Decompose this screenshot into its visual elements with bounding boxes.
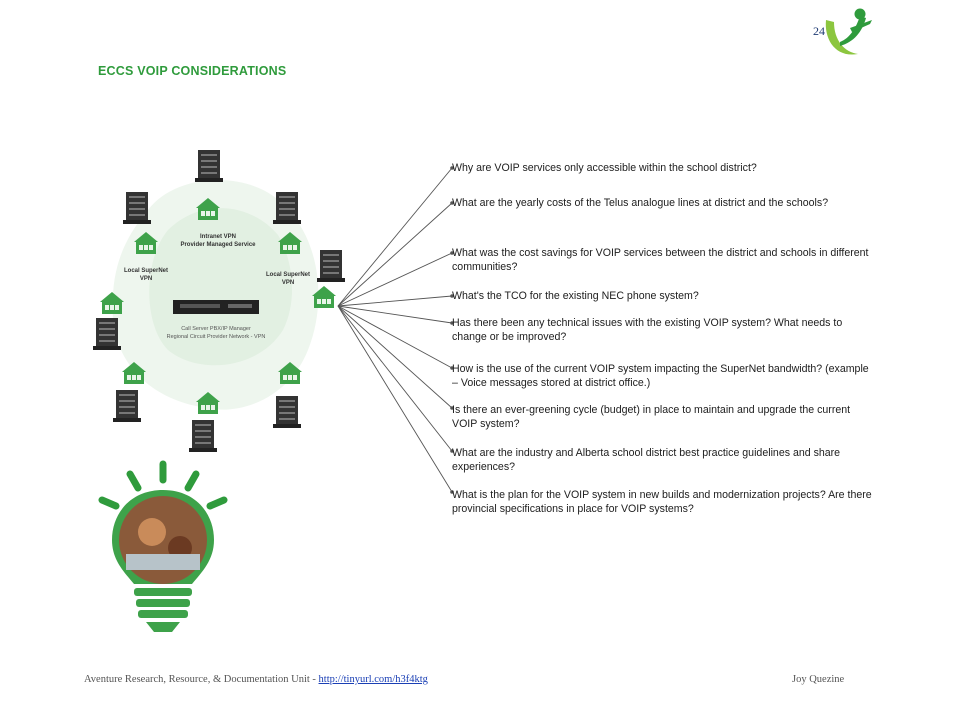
svg-text:VPN: VPN (140, 276, 152, 282)
footer-source: Aventure Research, Resource, & Documenta… (84, 674, 428, 685)
lightbulb-icon (98, 460, 228, 632)
svg-text:Local SuperNet: Local SuperNet (124, 268, 168, 274)
svg-text:Intranet VPN: Intranet VPN (200, 234, 236, 240)
question-item: What was the cost savings for VOIP servi… (452, 247, 869, 273)
svg-text:Provider Managed Service: Provider Managed Service (180, 242, 256, 248)
page-number: 24 (813, 24, 825, 38)
question-item: Why are VOIP services only accessible wi… (452, 162, 757, 174)
person-logo-icon (825, 8, 872, 55)
question-item: What is the plan for the VOIP system in … (452, 489, 872, 515)
network-diagram: Intranet VPN Provider Managed Service Lo… (93, 150, 345, 452)
footer-source-text: Aventure Research, Resource, & Documenta… (84, 674, 319, 685)
server-device-icon (173, 300, 259, 314)
question-item: Has there been any technical issues with… (452, 317, 843, 343)
footer-link[interactable]: http://tinyurl.com/h3f4ktg (318, 674, 428, 685)
svg-text:VPN: VPN (282, 280, 294, 286)
page-title: ECCS VOIP CONSIDERATIONS (98, 64, 287, 78)
question-item: Is there an ever-greening cycle (budget)… (452, 404, 851, 430)
svg-text:Regional Circuit Provider Netw: Regional Circuit Provider Network - VPN (167, 334, 266, 340)
question-item: What are the industry and Alberta school… (452, 447, 841, 473)
svg-text:Call Server PBX/IP Manager: Call Server PBX/IP Manager (181, 326, 251, 332)
footer-author: Joy Quezine (792, 674, 845, 685)
question-item: What's the TCO for the existing NEC phon… (452, 290, 699, 302)
svg-text:Local SuperNet: Local SuperNet (266, 272, 310, 278)
question-item: What are the yearly costs of the Telus a… (452, 197, 829, 209)
question-item: How is the use of the current VOIP syste… (452, 363, 869, 389)
